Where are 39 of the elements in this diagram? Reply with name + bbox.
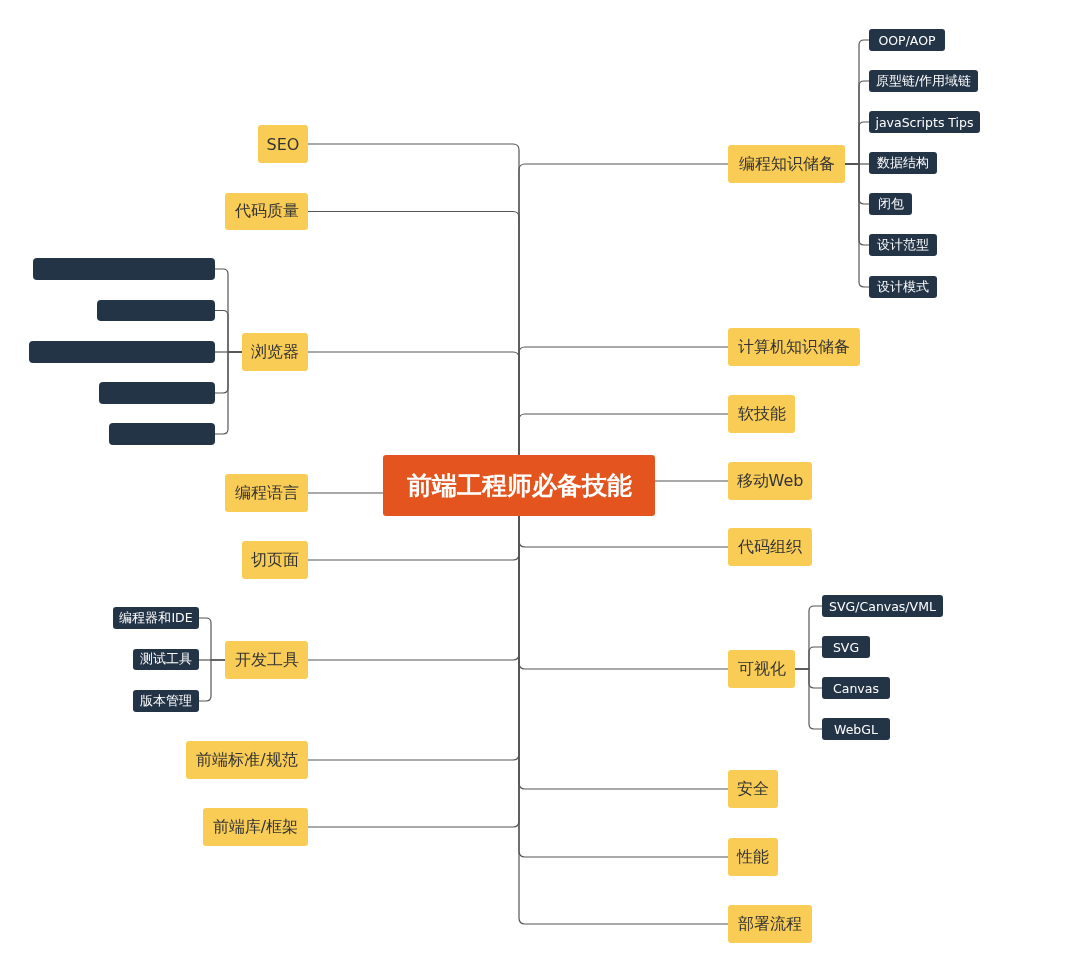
connector-line — [307, 492, 384, 494]
topic-box: 代码质量 — [225, 193, 308, 230]
topic-box: 编程知识储备 — [728, 145, 845, 183]
topic-box: 前端标准/规范 — [186, 741, 308, 779]
topic-box: 前端库/框架 — [203, 808, 308, 846]
subtopic-label: 数据结构 — [869, 152, 937, 174]
empty-label-box — [109, 423, 215, 445]
topic-box: 切页面 — [242, 541, 308, 579]
topic-box: 开发工具 — [225, 641, 308, 679]
subtopic-label: 测试工具 — [133, 649, 199, 670]
empty-label-box — [97, 300, 215, 321]
topic-box: 计算机知识储备 — [728, 328, 860, 366]
topic-box: 安全 — [728, 770, 778, 808]
subtopic-label: 设计模式 — [869, 276, 937, 298]
subtopic-label: SVG/Canvas/VML — [822, 595, 943, 617]
topic-box: 软技能 — [728, 395, 795, 433]
subtopic-label: 设计范型 — [869, 234, 937, 256]
subtopic-label: WebGL — [822, 718, 890, 740]
subtopic-label: Canvas — [822, 677, 890, 699]
empty-label-box — [33, 258, 215, 280]
topic-box: 浏览器 — [242, 333, 308, 371]
topic-box: 性能 — [728, 838, 778, 876]
topic-box: 编程语言 — [225, 474, 308, 512]
subtopic-label: 版本管理 — [133, 690, 199, 712]
topic-box: 部署流程 — [728, 905, 812, 943]
empty-label-box — [29, 341, 215, 363]
topic-box: 移动Web — [728, 462, 812, 500]
subtopic-label: 编程器和IDE — [113, 607, 199, 629]
subtopic-label: SVG — [822, 636, 870, 658]
subtopic-label: 闭包 — [869, 193, 912, 215]
topic-box: 代码组织 — [728, 528, 812, 566]
topic-box: 可视化 — [728, 650, 795, 688]
subtopic-label: 原型链/作用域链 — [869, 70, 978, 92]
topic-box: SEO — [258, 125, 308, 163]
central-topic-box: 前端工程师必备技能 — [383, 455, 655, 516]
subtopic-label: javaScripts Tips — [869, 111, 980, 133]
empty-label-box — [99, 382, 215, 404]
connector-line — [654, 480, 729, 482]
subtopic-label: OOP/AOP — [869, 29, 945, 51]
